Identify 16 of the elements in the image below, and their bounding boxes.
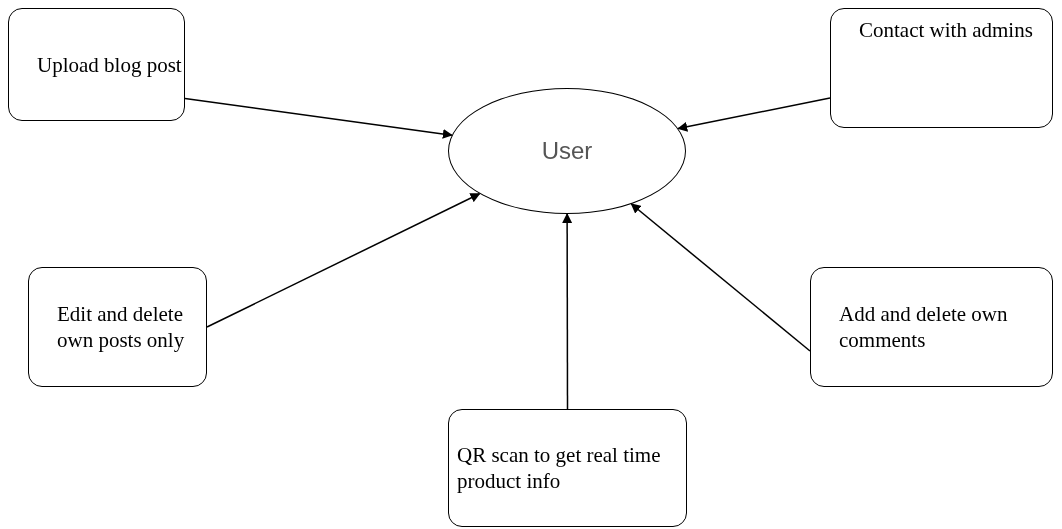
feature-box	[8, 8, 185, 121]
node-label: Edit and delete own posts only	[57, 301, 186, 353]
feature-box	[448, 409, 687, 527]
arrow	[562, 213, 573, 410]
arrow	[630, 203, 811, 352]
node-label: QR scan to get real time product info	[457, 442, 662, 494]
arrow	[206, 193, 481, 328]
arrow	[677, 97, 831, 132]
node-label: User	[541, 136, 593, 166]
arrow	[184, 97, 453, 139]
node-label: Contact with admins	[859, 17, 1033, 43]
node-label: Add and delete own comments	[839, 301, 1009, 353]
feature-box	[830, 8, 1053, 128]
feature-box	[28, 267, 207, 387]
node-label: Upload blog post	[37, 51, 182, 78]
feature-box	[810, 267, 1053, 387]
